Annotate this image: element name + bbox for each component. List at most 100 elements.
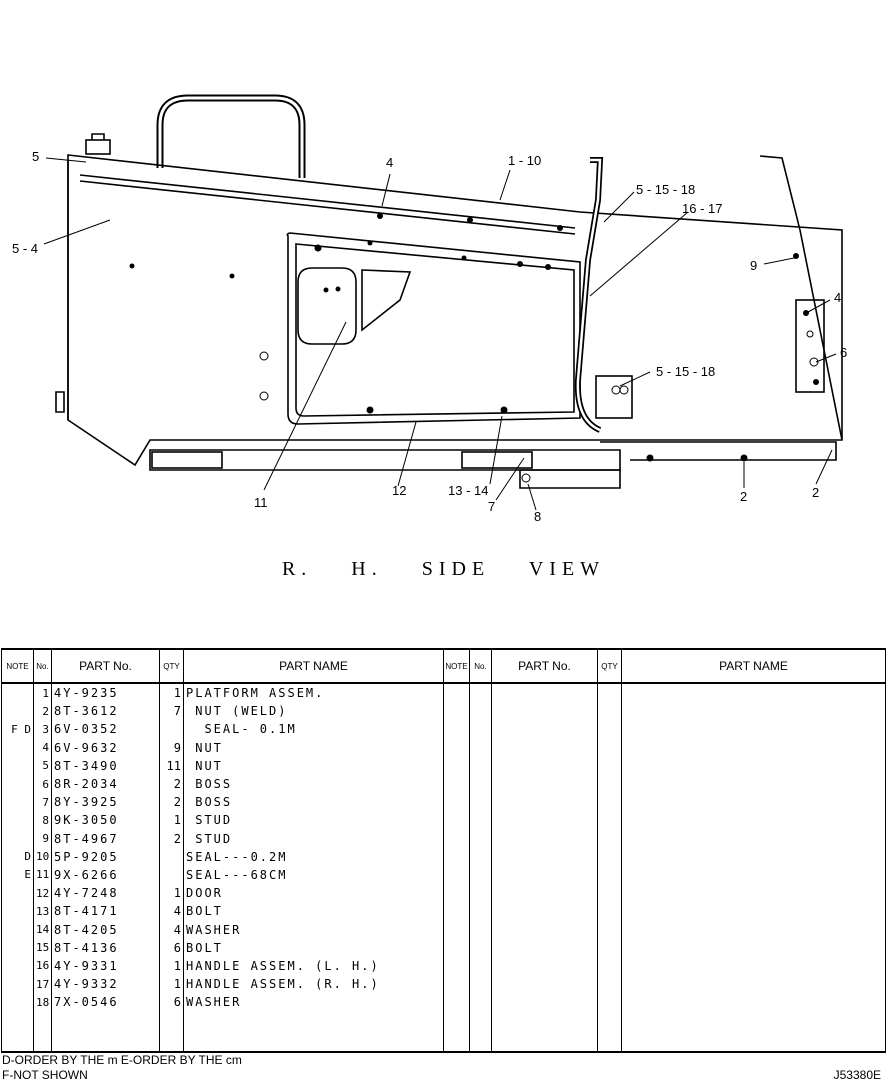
empty-cell	[443, 683, 470, 703]
fastener-dots	[129, 213, 819, 483]
empty-cell	[469, 902, 492, 921]
empty-cell	[469, 720, 492, 739]
cell-no: 14	[33, 920, 52, 939]
callout: 6	[840, 345, 847, 360]
cell-qty: 6	[159, 938, 184, 957]
callout: 16 - 17	[682, 201, 722, 216]
empty-cell	[443, 720, 470, 739]
empty-cell	[491, 702, 598, 721]
cell-name: DOOR	[183, 884, 444, 903]
cell-note: D	[1, 847, 34, 866]
cell-note	[1, 829, 34, 848]
cell-note	[1, 738, 34, 757]
empty-cell	[597, 865, 622, 885]
empty-cell	[597, 738, 622, 757]
cell-name: NUT	[183, 738, 444, 757]
callout: 4	[834, 290, 841, 305]
rh-side-view-drawing: 5 5 - 4 4 1 - 10 5 - 15 - 18 16 - 17 9 4…	[12, 94, 847, 524]
empty-cell	[469, 811, 492, 830]
cell-qty: 6	[159, 993, 184, 1012]
callout: 2	[812, 485, 819, 500]
empty-cell	[469, 956, 492, 975]
cell-name: SEAL- 0.1M	[183, 720, 444, 739]
cell-no: 1	[33, 683, 52, 703]
empty-cell	[469, 829, 492, 848]
empty-cell	[443, 702, 470, 721]
callout-labels: 5 5 - 4 4 1 - 10 5 - 15 - 18 16 - 17 9 4…	[12, 149, 847, 524]
table-header-row: NOTE No. PART No. QTY PART NAME NOTE No.…	[1, 648, 886, 684]
cell-note	[1, 793, 34, 812]
callout: 2	[740, 489, 747, 504]
empty-cell	[443, 1011, 470, 1054]
empty-cell	[597, 756, 622, 775]
cell-part-no: 8T-4205	[51, 920, 160, 939]
empty-cell	[159, 1011, 184, 1054]
empty-cell	[491, 902, 598, 921]
empty-cell	[469, 865, 492, 885]
cell-no: 15	[33, 938, 52, 957]
cell-part-no: 4Y-9332	[51, 975, 160, 994]
empty-cell	[491, 756, 598, 775]
cell-name: SEAL---0.2M	[183, 847, 444, 866]
empty-cell	[1, 1011, 34, 1054]
empty-cell	[597, 975, 622, 994]
empty-cell	[491, 975, 598, 994]
empty-cell	[621, 738, 886, 757]
cell-note	[1, 975, 34, 994]
empty-cell	[443, 993, 470, 1012]
empty-cell	[621, 993, 886, 1012]
cell-note	[1, 902, 34, 921]
cell-note	[1, 774, 34, 794]
cell-name: NUT	[183, 756, 444, 775]
empty-cell	[491, 865, 598, 885]
cell-qty: 7	[159, 702, 184, 721]
cell-qty: 1	[159, 956, 184, 975]
empty-cell	[443, 884, 470, 903]
empty-cell	[597, 1011, 622, 1054]
empty-cell	[621, 774, 886, 794]
empty-cell	[621, 793, 886, 812]
empty-cell	[597, 993, 622, 1012]
empty-cell	[443, 865, 470, 885]
cell-no: 16	[33, 956, 52, 975]
cell-part-no: 4Y-9331	[51, 956, 160, 975]
empty-cell	[597, 920, 622, 939]
empty-cell	[621, 938, 886, 957]
empty-cell	[469, 756, 492, 775]
cell-qty: 1	[159, 884, 184, 903]
cell-note	[1, 956, 34, 975]
cell-note	[1, 920, 34, 939]
empty-cell	[443, 975, 470, 994]
footer-not-shown-note: F-NOT SHOWN	[2, 1068, 88, 1082]
cell-name: WASHER	[183, 993, 444, 1012]
empty-cell	[621, 811, 886, 830]
cell-qty: 1	[159, 975, 184, 994]
col-qty: QTY	[159, 648, 184, 684]
cell-note: F D	[1, 720, 34, 739]
cell-part-no: 8T-3612	[51, 702, 160, 721]
cell-qty	[159, 720, 184, 739]
cell-note	[1, 683, 34, 703]
empty-cell	[469, 793, 492, 812]
cell-note: E	[1, 865, 34, 885]
cell-qty: 1	[159, 683, 184, 703]
empty-cell	[597, 702, 622, 721]
cell-qty: 2	[159, 774, 184, 794]
empty-cell	[469, 975, 492, 994]
empty-cell	[621, 829, 886, 848]
cell-qty: 11	[159, 756, 184, 775]
cell-note	[1, 702, 34, 721]
empty-cell	[443, 829, 470, 848]
empty-cell	[443, 738, 470, 757]
empty-cell	[469, 884, 492, 903]
empty-cell	[491, 938, 598, 957]
